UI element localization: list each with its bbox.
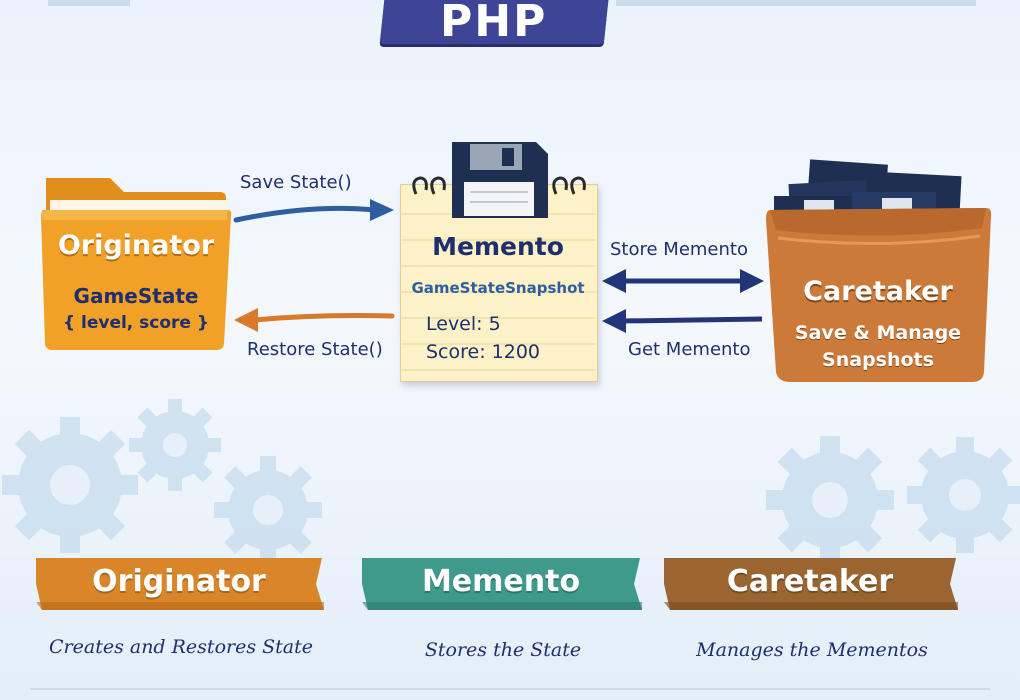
originator-node: Originator GameState { level, score } [40,172,232,350]
top-strip-right [616,0,976,6]
caretaker-line1: Save & Manage [794,322,962,344]
legend-title-originator: Originator [92,564,266,599]
legend-caption-caretaker: Manages the Mementos [696,639,928,661]
caretaker-node: Caretaker Save & Manage Snapshots [764,158,992,386]
caretaker-line2: Snapshots [822,349,934,371]
store-memento-arrow [602,269,764,293]
legend-ribbon-memento: Memento [362,556,644,612]
originator-line2: { level, score } [62,313,209,333]
ribbon-shape [664,558,958,610]
background-gears [2,399,1020,564]
bottom-rule [30,688,990,690]
save-state-label: Save State() [240,172,352,193]
memento-subtitle: GameStateSnapshot [411,279,585,297]
memento-title: Memento [432,232,564,261]
ribbon-shape [36,558,324,610]
restore-state-label: Restore State() [247,339,383,360]
php-banner: PHP [379,0,611,47]
save-state-arrow [233,199,394,223]
ribbon-shape [362,558,642,610]
memento-node: Memento GameStateSnapshot Level: 5 Score… [396,140,598,384]
legend-title-memento: Memento [421,564,581,599]
floppy-stack-icon [766,159,992,382]
legend-ribbon-caretaker: Caretaker [664,556,960,612]
floppy-disk-icon [452,142,548,218]
memento-paper-lines [400,213,596,371]
top-strip-left [48,0,130,6]
php-banner-title: PHP [440,0,548,47]
legend-caption-originator: Creates and Restores State [49,636,313,658]
originator-title: Originator [57,230,215,261]
originator-line1: GameState [73,284,199,308]
legend-caption-memento: Stores the State [424,639,582,661]
legend-ribbon-originator: Originator [36,556,326,612]
restore-state-arrow [234,308,395,332]
legend-title-caretaker: Caretaker [726,564,894,599]
caretaker-title: Caretaker [803,276,953,307]
memento-score: Score: 1200 [426,341,541,363]
get-memento-arrow [602,309,763,333]
memento-level: Level: 5 [426,313,501,335]
get-memento-label: Get Memento [628,339,751,360]
spiral-binding-icon [412,176,586,195]
folder-icon [41,178,232,350]
store-memento-label: Store Memento [610,239,748,260]
